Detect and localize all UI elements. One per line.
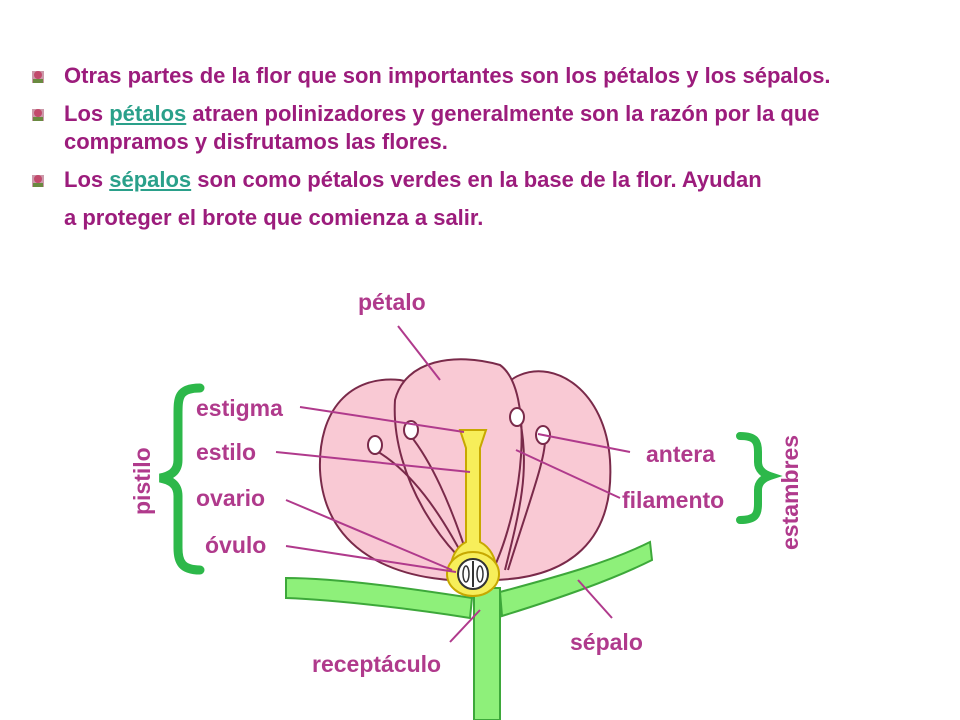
estambres-brace — [736, 432, 783, 524]
label-estigma: estigma — [196, 395, 283, 421]
label-estilo: estilo — [196, 439, 256, 465]
bullet-3-text-line2: a proteger el brote que comienza a salir… — [64, 205, 484, 230]
flower-bullet-icon — [32, 109, 44, 121]
bullet-1-text: Otras partes de la flor que son importan… — [64, 63, 831, 88]
sepalos-link[interactable]: sépalos — [109, 167, 192, 192]
label-antera: antera — [646, 441, 715, 467]
center-petal — [393, 358, 523, 582]
stem-and-sepals — [285, 540, 654, 720]
label-filamento: filamento — [622, 487, 724, 513]
flower-bullet-icon — [32, 71, 44, 83]
leader-lines — [275, 325, 631, 643]
label-pistilo: pistilo — [129, 447, 155, 515]
stem — [473, 587, 501, 720]
label-ovulo: óvulo — [205, 532, 266, 558]
petalos-link[interactable]: pétalos — [109, 101, 187, 126]
bullet-item-2: Los pétalos atraen polinizadores y gener… — [30, 100, 930, 156]
pistilo-brace — [159, 383, 205, 575]
flower-diagram: pétalo estigma estilo ovario óvulo anter… — [129, 289, 803, 720]
bullet-3-text-post: son como pétalos verdes en la base de la… — [191, 167, 762, 192]
anthers — [367, 407, 551, 455]
right-sepal — [498, 540, 654, 618]
ovules — [457, 558, 489, 590]
label-petalo: pétalo — [358, 289, 426, 315]
label-estambres: estambres — [777, 435, 803, 550]
left-sepal — [285, 576, 474, 620]
label-ovario: ovario — [196, 485, 265, 511]
bullet-item-1: Otras partes de la flor que son importan… — [30, 62, 930, 90]
flower-bullet-icon — [32, 175, 44, 187]
bullet-2-text-post: atraen polinizadores y generalmente son … — [64, 101, 820, 154]
bullet-list: Otras partes de la flor que son importan… — [30, 62, 930, 232]
bullet-item-3: Los sépalos son como pétalos verdes en l… — [30, 166, 930, 232]
bullet-2-text-pre: Los — [64, 101, 110, 126]
label-sepalo: sépalo — [570, 629, 643, 655]
label-receptaculo: receptáculo — [312, 651, 441, 677]
bullet-3-text-pre: Los — [64, 167, 110, 192]
